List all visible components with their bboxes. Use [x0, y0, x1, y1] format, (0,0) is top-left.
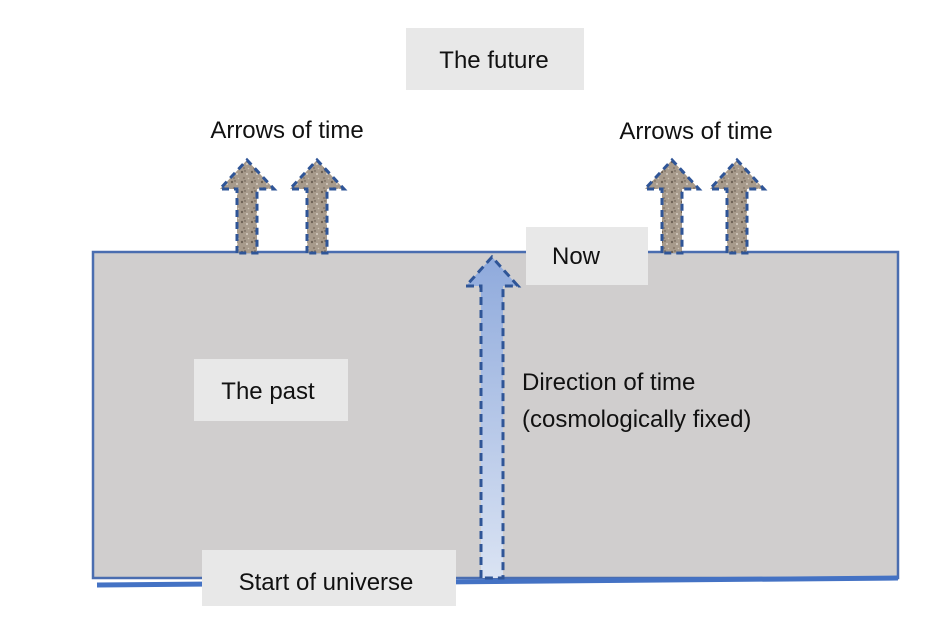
now-label: Now — [552, 243, 601, 270]
arrow-of-time-1 — [216, 157, 278, 255]
past-label-box — [194, 359, 348, 421]
arrow-of-time-4 — [706, 157, 768, 255]
arrow-of-time-2 — [286, 157, 348, 255]
arrows-of-time-left-label: Arrows of time — [210, 117, 363, 144]
start-label-box — [202, 550, 456, 606]
direction-of-time-arrow — [462, 254, 522, 580]
arrows-of-time-right-label: Arrows of time — [619, 118, 772, 145]
future-label: The future — [439, 47, 548, 74]
start-of-universe-label: Start of universe — [239, 569, 414, 596]
direction-of-time-label-line1: Direction of time — [522, 369, 695, 396]
direction-of-time-label-line2: (cosmologically fixed) — [522, 406, 751, 433]
now-label-box — [526, 227, 648, 285]
past-label: The past — [221, 378, 315, 405]
arrow-of-time-3 — [641, 157, 703, 255]
future-label-box — [406, 28, 584, 90]
